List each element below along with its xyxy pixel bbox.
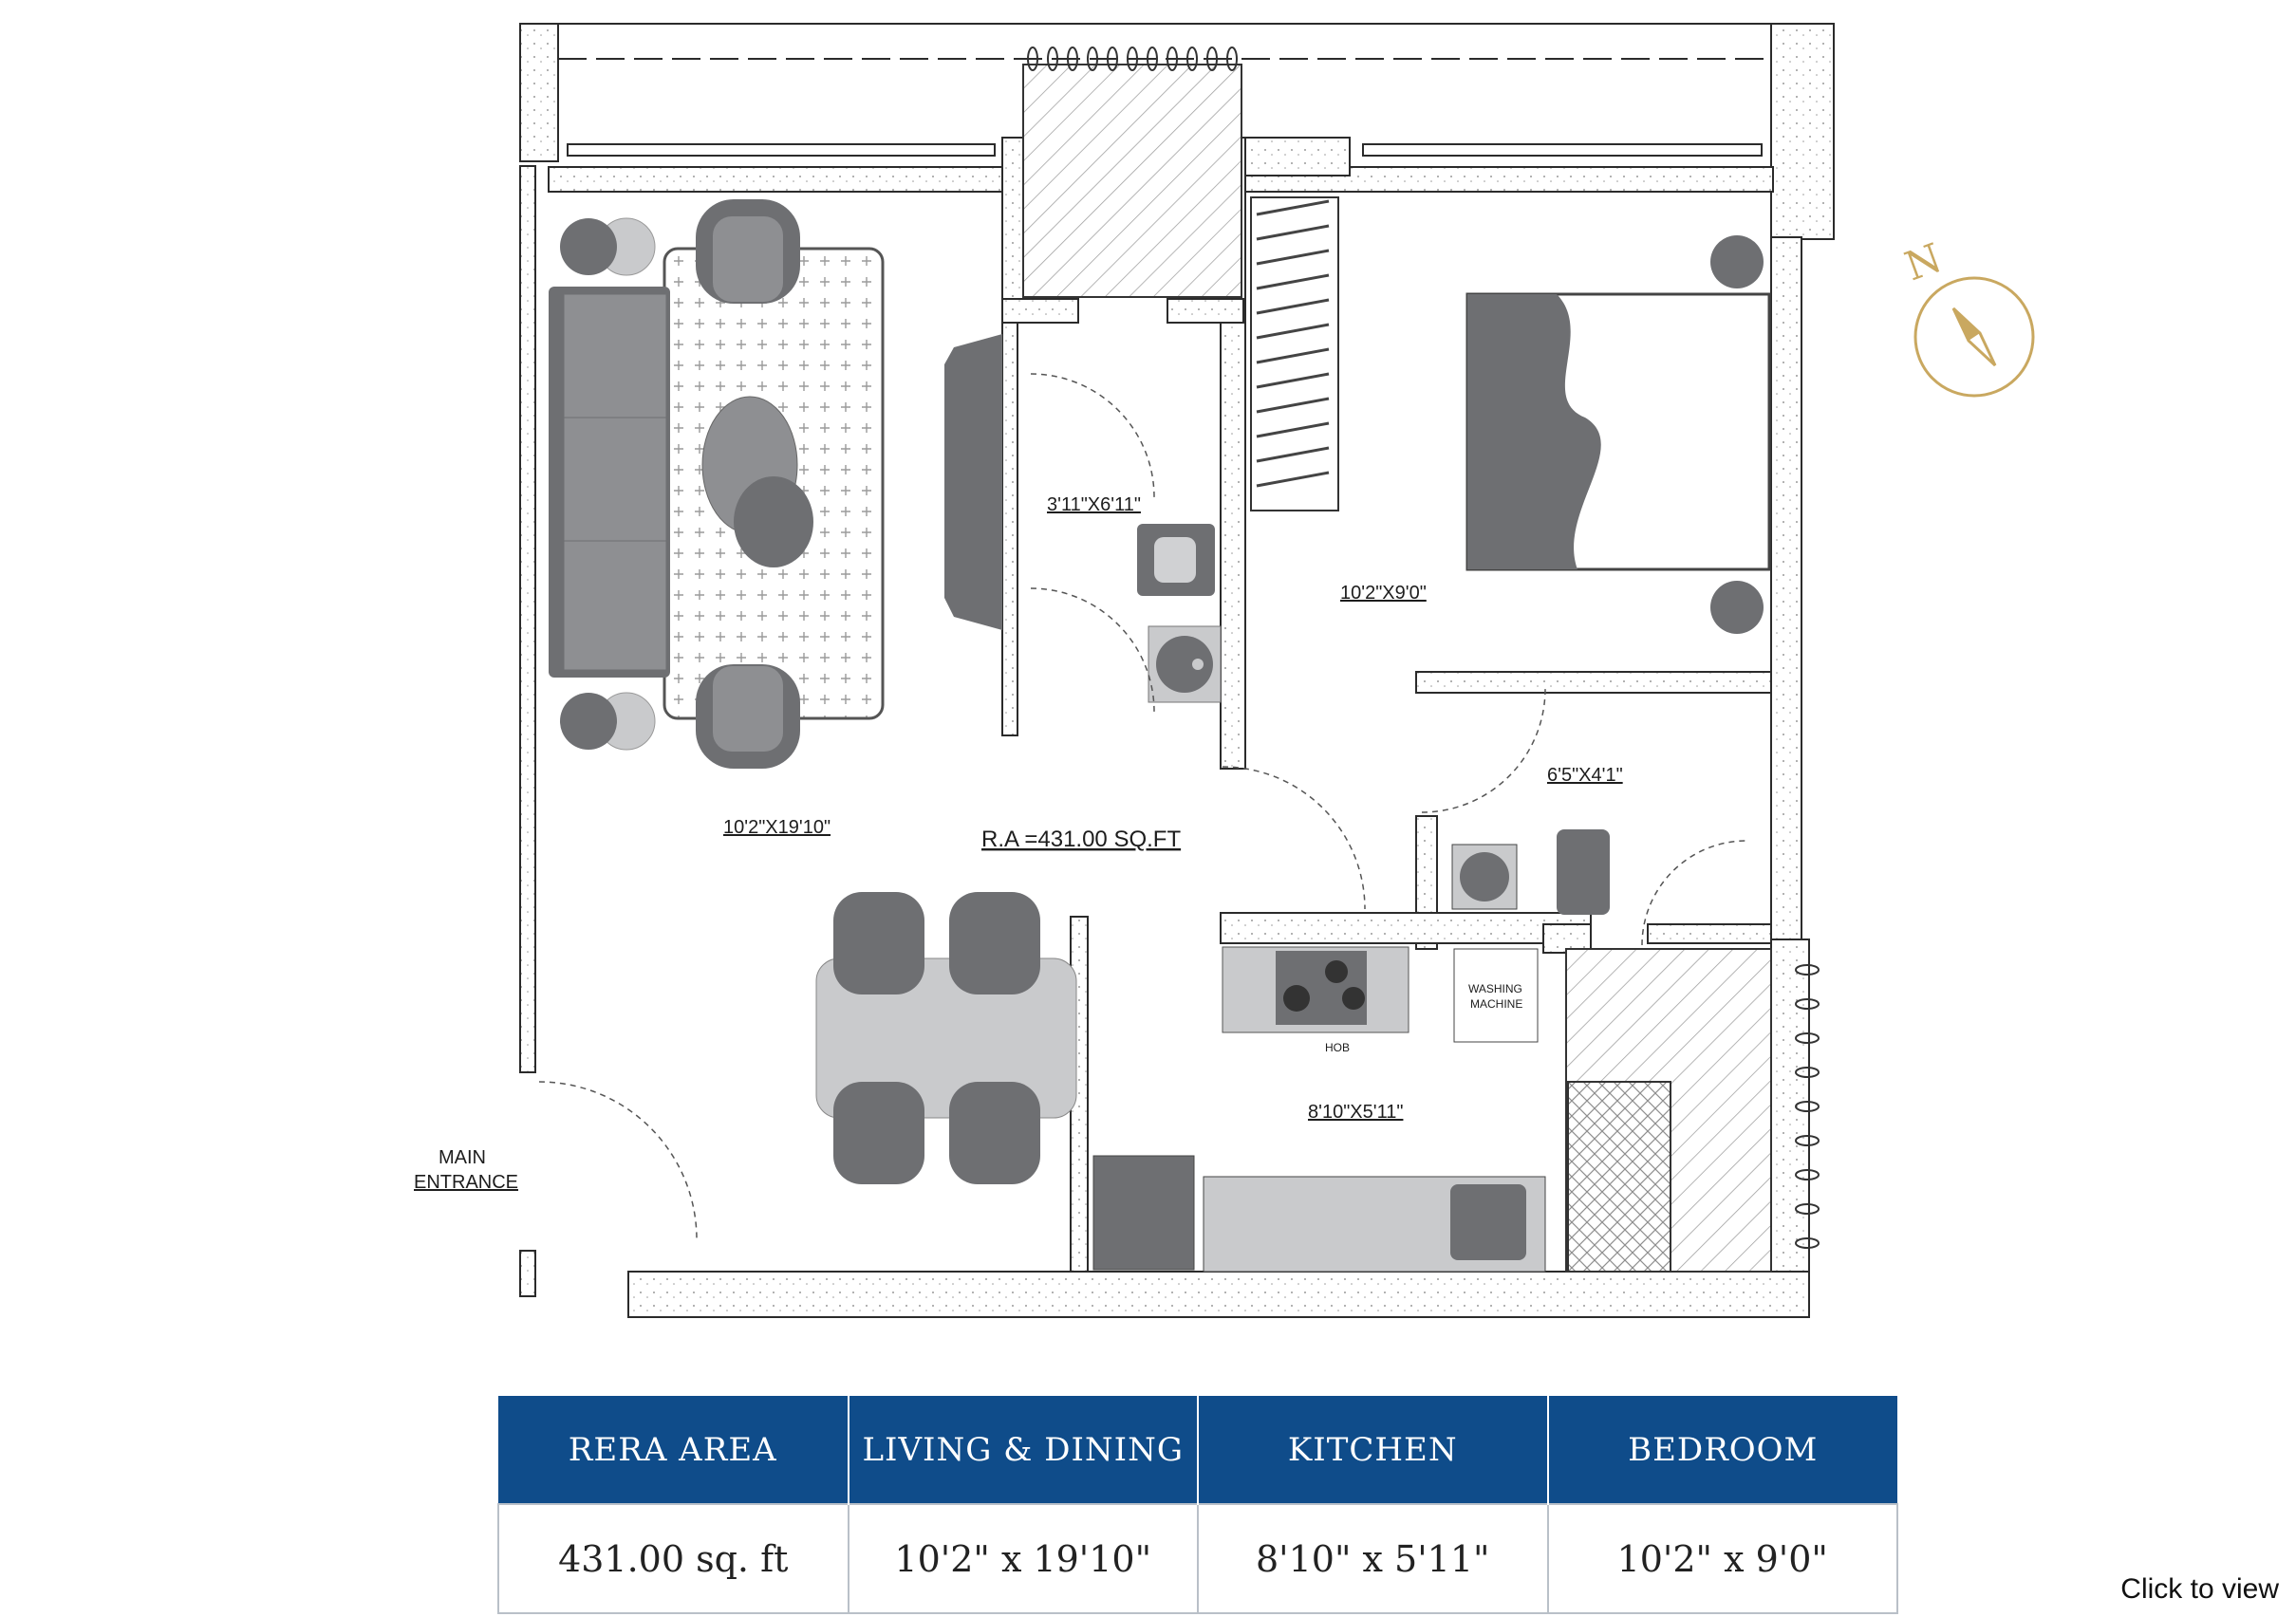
window-oval [1795,1135,1820,1146]
window-oval [1147,46,1158,71]
window-ovals [1027,46,1820,1249]
hanger [1256,446,1330,463]
hanger [1256,249,1330,266]
window-oval [1795,1169,1820,1180]
tv-unit [944,334,1002,630]
hanger [1256,323,1330,340]
label-hob: HOB [1325,1041,1350,1054]
spec-table: RERA AREA LIVING & DINING KITCHEN BEDROO… [497,1396,1898,1614]
windows [1022,64,1772,1273]
window-oval [1167,46,1178,71]
window-oval [1206,46,1218,71]
window-oval [1795,964,1820,976]
bed [1465,235,1771,634]
label-kitchen: 8'10"X5'11" [1308,1102,1403,1123]
value-living-dining: 10'2" x 19'10" [847,1503,1199,1614]
sofa [549,287,670,678]
window-oval [1027,46,1038,71]
label-main-entrance-1: MAIN [439,1147,486,1168]
window-oval [1795,1203,1820,1215]
header-living-dining: LIVING & DINING [848,1396,1199,1504]
value-bedroom: 10'2" x 9'0" [1546,1503,1898,1614]
window-oval [1795,1032,1820,1044]
label-utility: 6'5"X4'1" [1547,765,1623,786]
hangers [1256,199,1330,488]
label-main-entrance-2: ENTRANCE [414,1172,518,1193]
compass-north-letter: N [1899,234,1948,290]
label-washing-2: MACHINE [1470,997,1522,1011]
click-to-view-link[interactable]: Click to view [2120,1573,2279,1605]
window-oval [1087,46,1098,71]
window-oval [1795,998,1820,1010]
header-bedroom: BEDROOM [1547,1396,1897,1504]
compass [1913,276,2035,398]
hanger [1256,199,1330,216]
hanger [1256,347,1330,364]
label-bath: 3'11"X6'11" [1047,494,1141,515]
label-bedroom: 10'2"X9'0" [1340,583,1427,604]
window-oval [1795,1237,1820,1249]
window-oval [1795,1067,1820,1078]
living-furniture [560,199,813,769]
window-oval [1795,1101,1820,1112]
wardrobe [1250,196,1339,511]
hanger [1256,471,1330,488]
bathroom-fixtures [1137,524,1222,703]
window-oval [1047,46,1058,71]
header-kitchen: KITCHEN [1198,1396,1549,1504]
dining-set [815,892,1077,1184]
spec-header-row: RERA AREA LIVING & DINING KITCHEN BEDROO… [498,1396,1897,1504]
door-swings [538,373,1747,1240]
hanger [1256,372,1330,389]
label-living: 10'2"X19'10" [723,817,831,838]
hanger [1256,273,1330,290]
value-rera-area: 431.00 sq. ft [497,1503,849,1614]
spec-value-row: 431.00 sq. ft 10'2" x 19'10" 8'10" x 5'1… [497,1503,1898,1614]
hanger [1256,224,1330,241]
label-washing-1: WASHING [1468,982,1522,995]
hanger [1256,421,1330,438]
window-oval [1186,46,1198,71]
window-oval [1107,46,1118,71]
hanger [1256,298,1330,315]
hanger [1256,397,1330,414]
window-oval [1067,46,1078,71]
header-rera-area: RERA AREA [498,1396,849,1504]
value-kitchen: 8'10" x 5'11" [1197,1503,1549,1614]
window-oval [1226,46,1238,71]
kitchen-fixtures [1092,829,1610,1273]
window-oval [1127,46,1138,71]
label-rera: R.A =431.00 SQ.FT [981,827,1181,852]
